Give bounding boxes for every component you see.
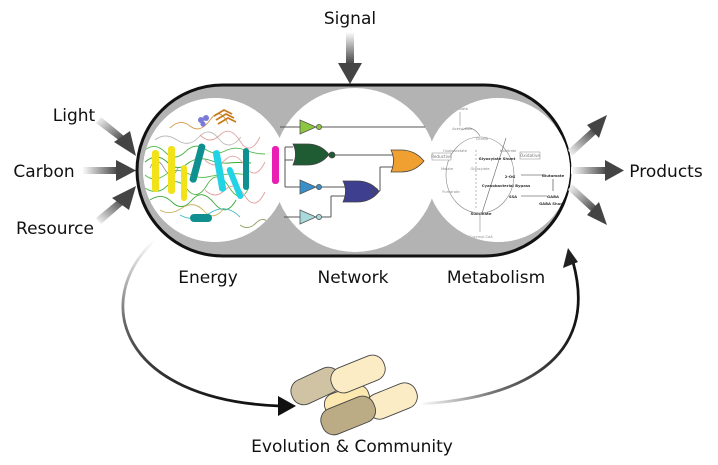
svg-text:Glutamate: Glutamate	[542, 173, 565, 178]
nor-gate	[292, 143, 336, 166]
or-gate	[390, 149, 425, 173]
evolution-loop-left	[121, 238, 281, 408]
metabolism-label: Metabolism	[447, 268, 545, 288]
light-arrow	[96, 117, 136, 156]
oxidative-box: Oxidative	[519, 151, 540, 160]
svg-text:Citrate: Citrate	[476, 137, 489, 141]
resource-label: Resource	[16, 219, 94, 239]
loop-arrowhead-left	[278, 396, 296, 416]
signal-arrow	[338, 32, 362, 84]
reductive-box: Reductive	[431, 152, 452, 161]
energy-label: Energy	[178, 268, 238, 288]
not-gate-low	[299, 209, 322, 225]
svg-text:GABA: GABA	[547, 194, 559, 199]
svg-text:Succinate: Succinate	[471, 211, 492, 216]
teal-helices	[189, 143, 249, 222]
cyan-helices	[212, 150, 244, 199]
magenta-helix	[272, 146, 279, 184]
network-module	[273, 88, 437, 252]
svg-text:Pyruvate: Pyruvate	[452, 107, 469, 111]
metabolism-pathway-image: Reductive Oxidative Pyruvate Acetyl-CoA …	[426, 98, 570, 242]
logic-network	[280, 126, 425, 218]
svg-text:Glyoxylate: Glyoxylate	[470, 167, 490, 171]
svg-text:Glyoxylate Shunt: Glyoxylate Shunt	[479, 156, 516, 161]
light-label: Light	[53, 106, 96, 126]
carbon-arrow	[82, 160, 136, 181]
purple-cluster	[198, 115, 209, 127]
svg-text:Oxaloacetate: Oxaloacetate	[443, 149, 468, 153]
evolution-loop-right	[419, 261, 580, 406]
carbon-label: Carbon	[13, 162, 74, 182]
orange-sheet	[213, 108, 237, 125]
cell-community	[290, 354, 418, 436]
svg-text:Fumarate: Fumarate	[442, 190, 460, 194]
cell-dark	[320, 395, 377, 436]
not-gate-mid	[299, 179, 322, 195]
yellow-helices	[152, 146, 187, 201]
svg-text:Reductive: Reductive	[431, 154, 452, 159]
product-arrow-up	[568, 115, 607, 156]
product-arrow-mid	[571, 160, 624, 181]
svg-text:SSA: SSA	[509, 194, 517, 199]
svg-text:Oxidative: Oxidative	[520, 153, 540, 158]
photosystem-structure-image	[143, 98, 287, 242]
svg-text:Cyanobacterial Bypass: Cyanobacterial Bypass	[482, 183, 531, 188]
svg-text:Acetyl-CoA: Acetyl-CoA	[452, 127, 472, 131]
svg-text:Malate: Malate	[441, 167, 454, 171]
not-gate-top	[299, 119, 322, 135]
evolution-community-label: Evolution & Community	[251, 437, 453, 457]
resource-arrow	[96, 186, 136, 224]
cell-top	[330, 354, 386, 394]
product-arrow-down	[568, 184, 607, 225]
products-label: Products	[629, 162, 703, 182]
svg-text:2-OG: 2-OG	[505, 174, 516, 179]
svg-text:Isocitrate: Isocitrate	[500, 149, 518, 153]
svg-text:Succinyl-CoA: Succinyl-CoA	[469, 235, 493, 239]
loop-arrowhead-right	[563, 248, 578, 268]
network-label: Network	[318, 268, 389, 288]
svg-text:GABA Shunt: GABA Shunt	[539, 201, 565, 206]
signal-label: Signal	[324, 9, 376, 29]
nor-gate-2	[342, 180, 380, 203]
